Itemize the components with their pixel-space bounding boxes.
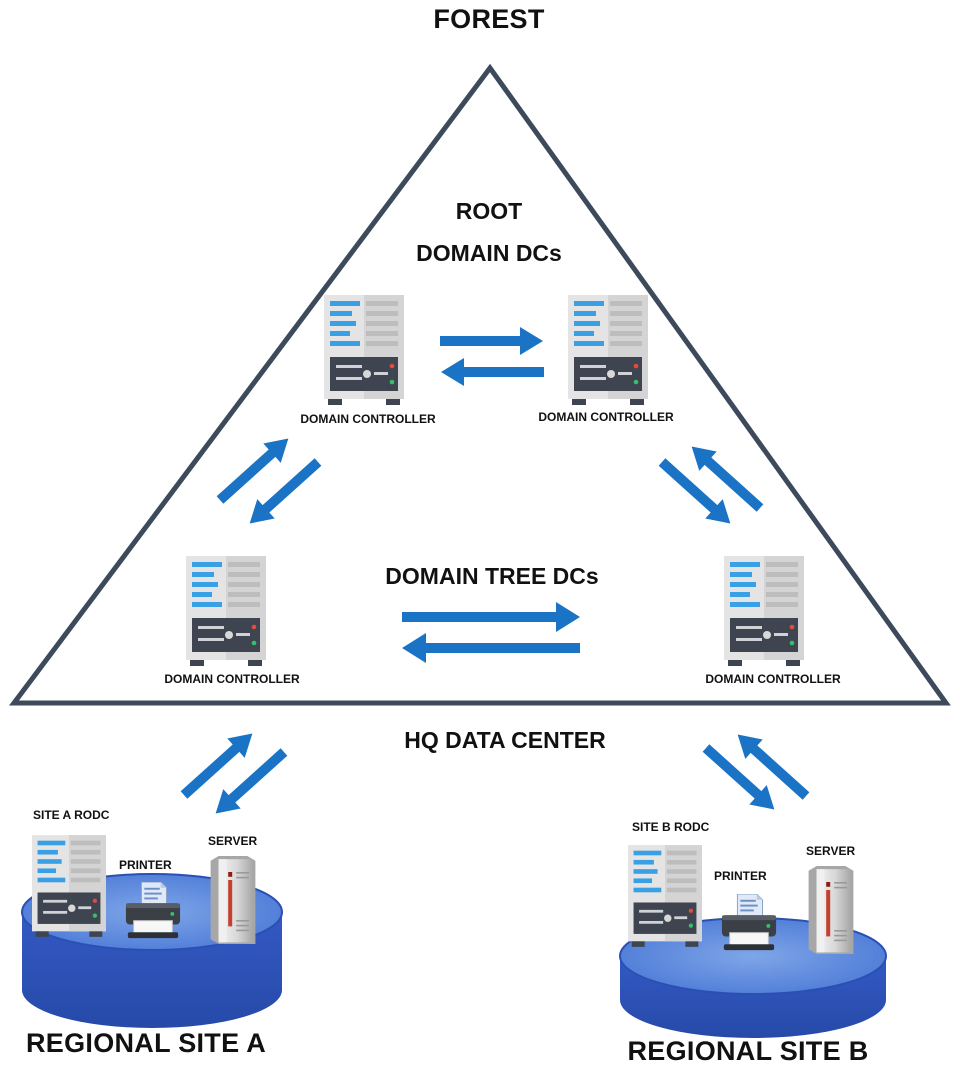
tree-label: DOMAIN TREE DCs bbox=[385, 563, 599, 589]
root-dc-left bbox=[324, 295, 404, 405]
site-a-title: REGIONAL SITE A bbox=[25, 1028, 267, 1058]
tree-dc-right-label: DOMAIN CONTROLLER bbox=[705, 672, 841, 686]
arrow-root-right bbox=[440, 327, 543, 355]
root-label-line1: ROOT bbox=[455, 198, 523, 224]
site-b-server bbox=[808, 866, 854, 954]
root-dc-right-label: DOMAIN CONTROLLER bbox=[538, 410, 674, 424]
arrow-right-up bbox=[691, 446, 764, 512]
root-dc-left-label: DOMAIN CONTROLLER bbox=[300, 412, 436, 426]
arrow-left-up bbox=[216, 438, 289, 504]
root-label-line2: DOMAIN DCs bbox=[416, 240, 562, 266]
site-a-rodc-label: SITE A RODC bbox=[33, 808, 110, 822]
site-a-printer-label: PRINTER bbox=[119, 858, 172, 872]
arrow-tree-right bbox=[402, 602, 580, 632]
site-a-rodc bbox=[32, 835, 106, 937]
forest-triangle bbox=[9, 63, 951, 706]
tree-dc-right bbox=[724, 556, 804, 666]
tree-dc-left-label: DOMAIN CONTROLLER bbox=[164, 672, 300, 686]
hq-label: HQ DATA CENTER bbox=[404, 727, 606, 753]
arrow-tree-left bbox=[402, 633, 580, 663]
root-dc-right bbox=[568, 295, 648, 405]
arrow-root-left bbox=[441, 358, 544, 386]
site-b-printer bbox=[721, 894, 777, 951]
site-b-server-label: SERVER bbox=[806, 844, 856, 858]
site-a-server-label: SERVER bbox=[208, 834, 258, 848]
arrow-site-b-up bbox=[737, 734, 810, 800]
arrow-site-a-down bbox=[215, 748, 288, 814]
site-b-printer-label: PRINTER bbox=[714, 869, 767, 883]
site-b-rodc-label: SITE B RODC bbox=[632, 820, 710, 834]
site-a-server bbox=[210, 856, 256, 944]
site-b-title: REGIONAL SITE B bbox=[627, 1036, 869, 1066]
tree-dc-left bbox=[186, 556, 266, 666]
arrow-left-down bbox=[249, 458, 322, 524]
arrow-site-b-down bbox=[702, 744, 775, 810]
arrow-site-a-up bbox=[180, 733, 253, 799]
arrow-right-down bbox=[658, 458, 731, 524]
forest-title: FOREST bbox=[433, 4, 545, 34]
site-b-rodc bbox=[628, 845, 702, 947]
